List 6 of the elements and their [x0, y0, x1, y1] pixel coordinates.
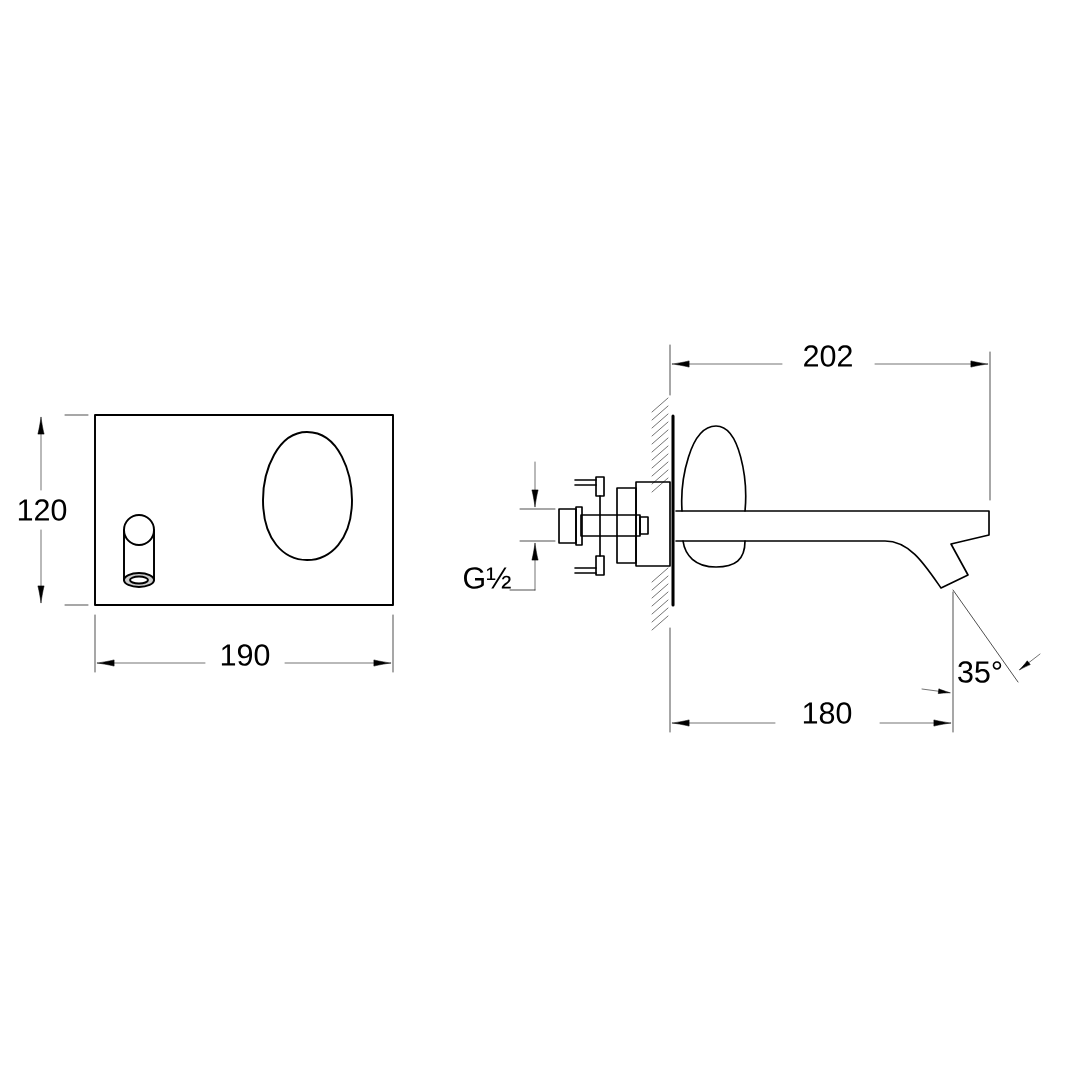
- dimension-value: 180: [803, 702, 852, 724]
- dimension-value: 202: [804, 345, 852, 367]
- dimension-value: G½: [464, 567, 511, 589]
- dimension-value: 35°: [958, 661, 1002, 683]
- dimension-value: 120: [18, 499, 67, 521]
- dimension-value: 190: [221, 644, 270, 666]
